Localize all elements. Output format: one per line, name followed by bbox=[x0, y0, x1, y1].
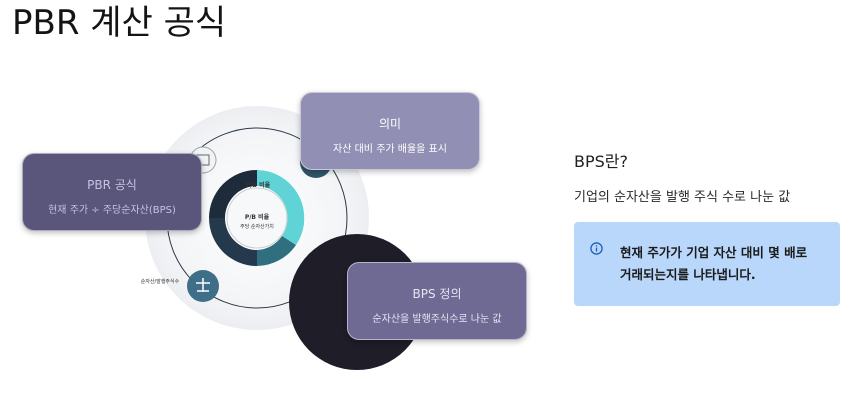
bps-card-title: BPS 정의 bbox=[348, 285, 526, 302]
info-callout-text: 현재 주가가 기업 자산 대비 몇 배로 거래되는지를 나타냅니다. bbox=[620, 242, 820, 286]
pbr-infographic: P/B 비율 P/B 비율 주당 순자산가치 순자산/발행주식수 의미 자산 대… bbox=[0, 80, 560, 380]
meaning-card-text: 자산 대비 주가 배율을 표시 bbox=[301, 140, 479, 155]
formula-card-text: 현재 주가 ÷ 주당순자산(BPS) bbox=[23, 201, 201, 216]
info-icon bbox=[590, 242, 603, 255]
scale-label: 순자산/발행주식수 bbox=[140, 278, 180, 285]
meaning-card: 의미 자산 대비 주가 배율을 표시 bbox=[300, 92, 480, 170]
page-title: PBR 계산 공식 bbox=[12, 0, 226, 46]
bps-description: 기업의 순자산을 발행 주식 수로 나눈 값 bbox=[574, 186, 790, 205]
formula-card-title: PBR 공식 bbox=[23, 176, 201, 193]
bps-heading: BPS란? bbox=[574, 148, 628, 172]
info-callout: 현재 주가가 기업 자산 대비 몇 배로 거래되는지를 나타냅니다. bbox=[574, 222, 840, 306]
ring-top-label: P/B 비율 bbox=[238, 180, 278, 189]
bps-card: BPS 정의 순자산을 발행주식수로 나눈 값 bbox=[347, 262, 527, 340]
bps-card-text: 순자산을 발행주식수로 나눈 값 bbox=[348, 310, 526, 325]
meaning-card-title: 의미 bbox=[301, 115, 479, 132]
formula-card: PBR 공식 현재 주가 ÷ 주당순자산(BPS) bbox=[22, 153, 202, 231]
center-subtitle: 주당 순자산가치 bbox=[232, 223, 282, 230]
center-title: P/B 비율 bbox=[237, 212, 277, 221]
